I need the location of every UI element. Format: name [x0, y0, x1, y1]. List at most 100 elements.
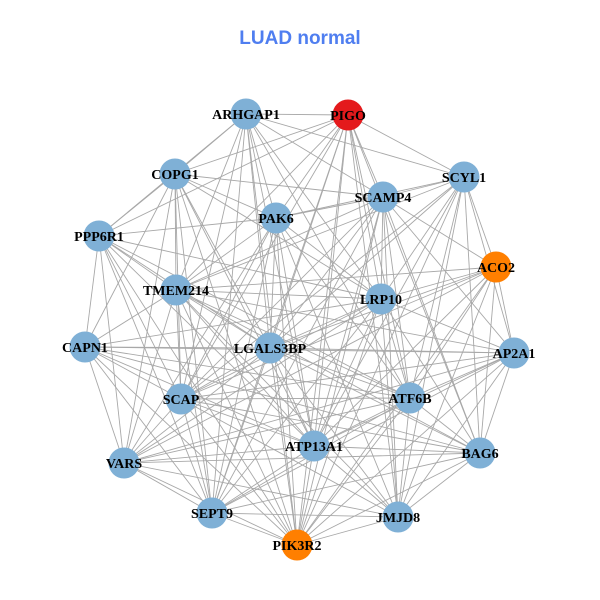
edge-LGALS3BP-JMJD8 [269, 347, 399, 518]
edge-CAPN1-SCAP [84, 346, 182, 400]
node-circle [298, 430, 330, 462]
edge-ATF6B-JMJD8 [397, 397, 411, 518]
edge-ACO2-ATP13A1 [313, 266, 497, 447]
edge-PIGO-PPP6R1 [98, 114, 349, 237]
node-circle [365, 283, 397, 315]
edge-ARHGAP1-TMEM214 [175, 113, 247, 291]
edge-AP2A1-SCAP [180, 352, 515, 400]
edge-ATP13A1-SEPT9 [211, 445, 315, 514]
edge-ACO2-VARS [123, 266, 497, 464]
edge-AP2A1-JMJD8 [397, 352, 515, 518]
edge-AP2A1-VARS [123, 352, 515, 464]
edge-PAK6-ATP13A1 [275, 217, 315, 447]
edge-ATP13A1-VARS [123, 445, 315, 464]
edge-SCAMP4-ATF6B [382, 196, 411, 399]
edge-LGALS3BP-SCAP [180, 347, 271, 400]
edge-AP2A1-ATF6B [409, 352, 515, 399]
edge-PIGO-PIK3R2 [296, 114, 349, 546]
edge-SCYL1-ATF6B [409, 176, 465, 399]
edge-TMEM214-PIK3R2 [175, 289, 298, 546]
node-AP2A1: AP2A1 [493, 337, 536, 369]
node-circle [254, 332, 286, 364]
edge-LGALS3BP-SEPT9 [211, 347, 271, 514]
edge-LRP10-VARS [123, 298, 382, 464]
edge-SCYL1-LRP10 [380, 176, 465, 300]
node-circle [260, 202, 292, 234]
node-JMJD8: JMJD8 [376, 501, 420, 533]
edge-ACO2-LRP10 [380, 266, 497, 300]
node-circle [498, 337, 530, 369]
edge-BAG6-JMJD8 [397, 452, 481, 518]
node-circle [382, 501, 414, 533]
node-PAK6: PAK6 [258, 202, 294, 234]
node-circle [448, 161, 480, 193]
edge-ATF6B-ATP13A1 [313, 397, 411, 447]
node-PIGO: PIGO [330, 99, 366, 131]
edge-PPP6R1-LRP10 [98, 235, 382, 300]
edge-PPP6R1-SCAP [98, 235, 182, 400]
edge-SCYL1-TMEM214 [175, 176, 465, 291]
edge-SCAP-ATF6B [180, 397, 411, 400]
edge-SCAMP4-JMJD8 [382, 196, 399, 518]
edge-PAK6-TMEM214 [175, 217, 277, 291]
node-circle [367, 181, 399, 213]
edge-PIGO-SEPT9 [211, 114, 349, 514]
edge-ACO2-ATF6B [409, 266, 497, 399]
node-label: LRP10 [360, 293, 402, 308]
edge-SCAMP4-SCAP [180, 196, 384, 400]
edge-SEPT9-JMJD8 [211, 512, 399, 518]
edge-SCAMP4-PAK6 [275, 196, 384, 219]
node-label: COPG1 [151, 168, 198, 183]
node-PPP6R1: PPP6R1 [74, 220, 124, 252]
node-label: SCAMP4 [355, 191, 412, 206]
edge-PIGO-ARHGAP1 [245, 113, 349, 116]
node-SCYL1: SCYL1 [442, 161, 486, 193]
edge-SCAMP4-ACO2 [382, 196, 497, 268]
edge-COPG1-SCAMP4 [174, 173, 384, 198]
node-PIK3R2: PIK3R2 [273, 529, 322, 561]
edge-ARHGAP1-PIK3R2 [245, 113, 298, 546]
edge-ACO2-JMJD8 [397, 266, 497, 518]
edge-PAK6-ATF6B [275, 217, 411, 399]
node-SCAP: SCAP [163, 383, 200, 415]
edge-ATP13A1-BAG6 [313, 445, 481, 454]
edge-PPP6R1-TMEM214 [98, 235, 177, 291]
node-label: PAK6 [258, 212, 294, 227]
node-circle [394, 382, 426, 414]
node-circle [159, 158, 191, 190]
node-circle [165, 383, 197, 415]
edge-JMJD8-PIK3R2 [296, 516, 399, 546]
node-BAG6: BAG6 [461, 437, 499, 469]
edge-PIGO-SCAP [180, 114, 349, 400]
edge-SCAP-SEPT9 [180, 398, 213, 514]
edge-SCAP-BAG6 [180, 398, 481, 454]
node-label: AP2A1 [493, 347, 536, 362]
edge-ARHGAP1-SCYL1 [245, 113, 465, 178]
edge-CAPN1-SEPT9 [84, 346, 213, 514]
edge-COPG1-VARS [123, 173, 176, 464]
edge-LRP10-ATF6B [380, 298, 411, 399]
edge-PIGO-COPG1 [174, 114, 349, 175]
node-circle [160, 274, 192, 306]
edge-ARHGAP1-SCAMP4 [245, 113, 384, 198]
node-circle [196, 497, 228, 529]
edge-TMEM214-LRP10 [175, 289, 382, 300]
edge-ARHGAP1-LRP10 [245, 113, 382, 300]
edge-CAPN1-PIK3R2 [84, 346, 298, 546]
edge-SCYL1-JMJD8 [397, 176, 465, 518]
edge-PAK6-PIK3R2 [275, 217, 298, 546]
node-circle [480, 251, 512, 283]
edge-SCAMP4-AP2A1 [382, 196, 515, 354]
edge-PPP6R1-SEPT9 [98, 235, 213, 514]
edge-PAK6-JMJD8 [275, 217, 399, 518]
node-VARS: VARS [106, 447, 142, 479]
edge-VARS-JMJD8 [123, 462, 399, 518]
node-label: CAPN1 [62, 341, 108, 356]
edge-LRP10-CAPN1 [84, 298, 382, 348]
edge-AP2A1-SEPT9 [211, 352, 515, 514]
node-label: SEPT9 [191, 507, 233, 522]
edge-LRP10-PIK3R2 [296, 298, 382, 546]
edge-PIGO-BAG6 [347, 114, 481, 454]
node-circle [69, 331, 101, 363]
